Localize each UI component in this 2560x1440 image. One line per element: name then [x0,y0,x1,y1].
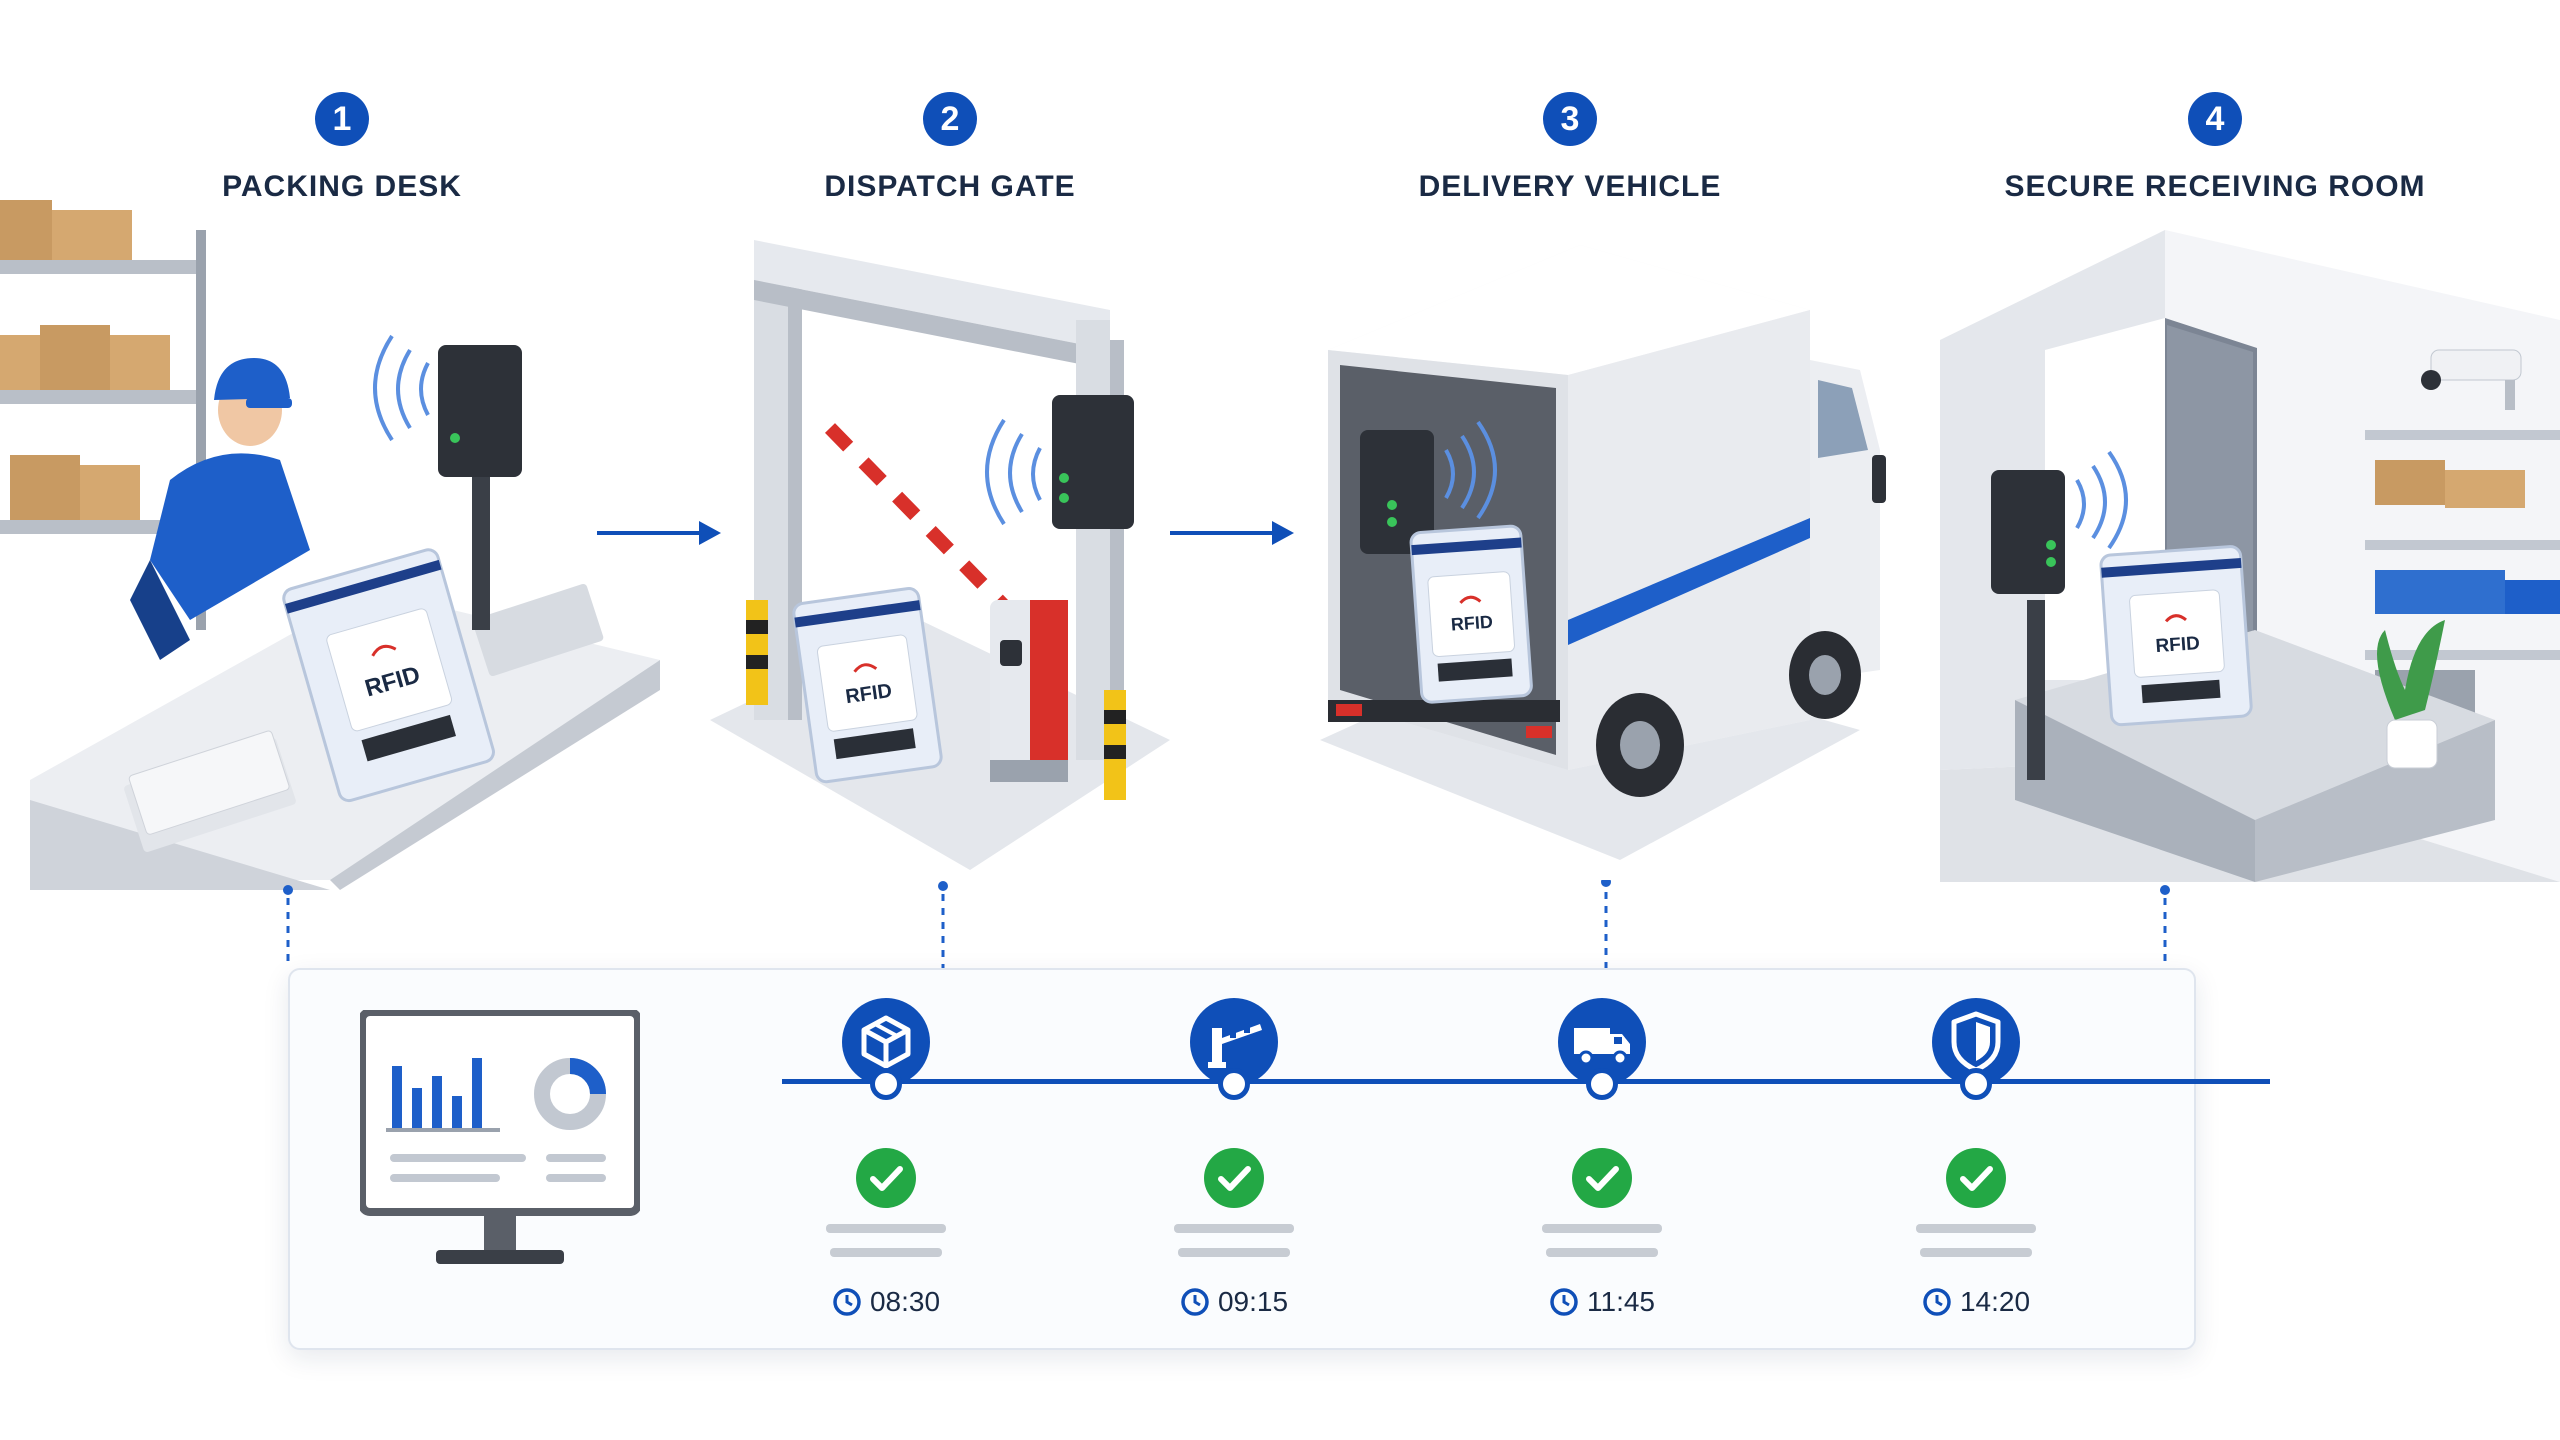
rfid-reader-icon [1052,395,1134,529]
timestamp-value: 09:15 [1217,1286,1289,1317]
rfid-tag-label: RFID [2155,633,2201,657]
clock-icon [833,1288,861,1316]
clock-icon [1923,1288,1951,1316]
placeholder-bar [1178,1248,1290,1257]
worker-icon [130,358,310,660]
step-number-badge: 4 [2188,92,2242,146]
rfid-signal-icon [2075,450,2128,550]
check-icon [1204,1148,1264,1208]
placeholder-bar [830,1248,942,1257]
check-icon [856,1148,916,1208]
timestamp-value: 11:45 [1587,1286,1655,1317]
rfid-tag-label: RFID [1450,612,1493,635]
timestamp: 11:45 [1502,1286,1702,1318]
placeholder-bar [826,1224,946,1233]
step-title: DISPATCH GATE [824,170,1076,203]
tracking-panel: 08:30 09:15 11:45 [288,968,2270,1350]
rfid-reader-icon [438,345,522,630]
rfid-signal-icon [985,418,1042,526]
step-number-badge: 2 [923,92,977,146]
step-header-1: 1 PACKING DESK [22,92,662,204]
rfid-signal-icon [1444,420,1497,520]
rfid-bag-icon: RFID [282,548,495,803]
step-title: PACKING DESK [222,170,462,203]
timestamp: 08:30 [786,1286,986,1318]
timestamp: 09:15 [1134,1286,1334,1318]
timeline-node [1586,1068,1618,1100]
flow-arrow-icon [1170,521,1294,545]
step-number-badge: 1 [315,92,369,146]
timeline-line [782,1079,2270,1084]
placeholder-bar [1542,1224,1662,1233]
rfid-bag-icon: RFID [1409,524,1533,704]
step-title: SECURE RECEIVING ROOM [2004,170,2426,203]
scene-dispatch-gate: RFID [690,200,1210,890]
timeline-node [1218,1068,1250,1100]
placeholder-bar [1174,1224,1294,1233]
rfid-reader-icon [1360,430,1434,554]
step-title: DELIVERY VEHICLE [1418,170,1722,203]
connector-lines [283,880,2170,968]
placeholder-bar [1546,1248,1658,1257]
step-number-badge: 3 [1543,92,1597,146]
rfid-signal-icon [373,334,430,442]
timestamp-value: 14:20 [1959,1286,2031,1317]
gate-barrier-icon [823,421,1068,782]
flow-arrow-icon [597,521,721,545]
scene-delivery-vehicle: RFID [1300,200,1900,890]
shelf-icon [0,200,206,630]
rfid-bag-icon: RFID [792,587,943,784]
step-header-3: 3 DELIVERY VEHICLE [1250,92,1890,204]
scene-secure-receiving-room: RFID [1935,200,2560,890]
plant-icon [2377,620,2445,769]
step-header-4: 4 SECURE RECEIVING ROOM [1895,92,2535,204]
timeline-node [870,1068,902,1100]
placeholder-bar [1916,1224,2036,1233]
camera-icon [2421,349,2522,410]
check-icon [1572,1148,1632,1208]
timeline-node [1960,1068,1992,1100]
scene-packing-desk: RFID [0,200,680,890]
clock-icon [1550,1288,1578,1316]
timestamp-value: 08:30 [869,1286,941,1317]
rfid-bag-icon: RFID [2099,545,2253,727]
placeholder-bar [1920,1248,2032,1257]
check-icon [1946,1148,2006,1208]
step-header-2: 2 DISPATCH GATE [630,92,1270,204]
timestamp: 14:20 [1876,1286,2076,1318]
monitor-dashboard-icon [360,1010,640,1264]
clock-icon [1181,1288,1209,1316]
rfid-reader-icon [1991,470,2065,780]
